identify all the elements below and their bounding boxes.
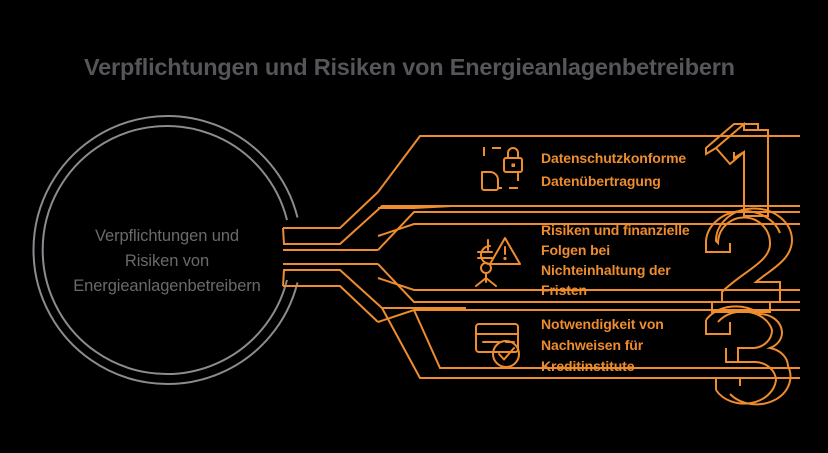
panel-3-text-line-1: Notwendigkeit von [541, 316, 664, 332]
panel-3-bottom-edge [381, 307, 800, 379]
panel-1-text-line-1: Datenschutzkonforme [541, 150, 686, 166]
hub-label-line-1: Verpflichtungen und [95, 227, 239, 245]
hub-label-line-3: Energieanlagenbetreibern [73, 277, 261, 295]
connector-ribbon-3 [282, 269, 466, 323]
panel-2-text-line-3: Nichteinhaltung der [541, 262, 671, 278]
panel-2-text-line-1: Risiken und finanzielle [541, 222, 690, 238]
hub-outer-ring [32, 115, 299, 385]
connector-ribbon-2 [283, 249, 378, 265]
panel-2-bottom-edge-inner [377, 277, 800, 291]
page-title: Verpflichtungen und Risiken von Energiea… [84, 54, 735, 80]
certificate-check-icon [475, 323, 520, 368]
panel-1-outline [377, 135, 800, 209]
panel-1-numeral [705, 121, 769, 217]
item-panel-2[interactable]: Risiken und finanzielle Folgen bei Nicht… [377, 207, 800, 313]
panel-3-inner-edge [413, 309, 800, 369]
hub-label-line-2: Risiken von [125, 252, 209, 270]
panel-2-outline [377, 223, 800, 237]
panel-2-text-line-4: Fristen [541, 282, 587, 298]
panel-2-text-line-2: Folgen bei [541, 242, 610, 258]
item-panel-3[interactable]: Notwendigkeit von Nachweisen für Krediti… [377, 305, 800, 406]
lock-document-icon [481, 147, 523, 191]
connector-ribbon-1 [282, 191, 466, 245]
panel-2-top-edge [377, 211, 800, 251]
hub-circle [32, 115, 299, 385]
person-warning-icon [475, 237, 521, 287]
panel-3-text-line-2: Nachweisen für [541, 337, 644, 353]
panel-2-bottom-edge [377, 263, 800, 303]
hub-inner-ring [41, 125, 288, 375]
panel-3-numeral [705, 305, 792, 406]
panel-1-text-line-2: Datenübertragung [541, 173, 661, 189]
panel-3-text-line-3: Kreditinstitute [541, 358, 635, 374]
hub-label: Verpflichtungen und Risiken von Energiea… [73, 227, 261, 295]
item-panel-1[interactable]: Datenschutzkonforme Datenübertragung [377, 121, 800, 217]
